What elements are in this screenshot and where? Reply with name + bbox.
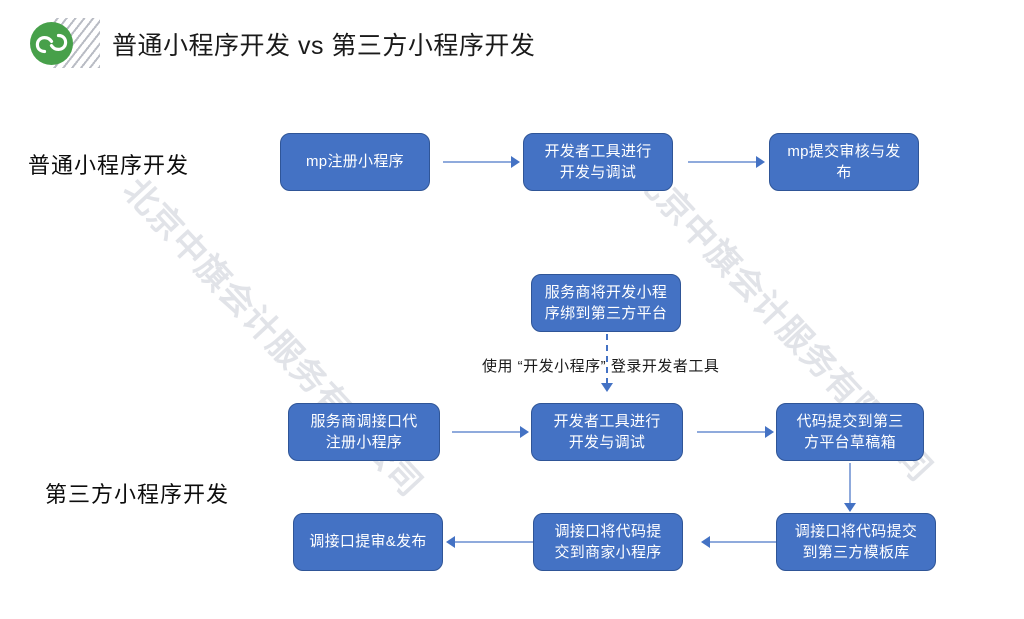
flow-node-line1: 调接口将代码提交 xyxy=(794,522,918,540)
miniprogram-glyph-icon xyxy=(35,33,68,54)
flow-node-line1: 开发者工具进行 xyxy=(553,412,661,430)
flow-node-line2: 注册小程序 xyxy=(325,434,403,451)
flow-node-line1: 代码提交到第三 xyxy=(796,412,904,430)
connector-line xyxy=(455,541,533,543)
arrow-down-icon xyxy=(601,383,613,392)
flow-node-line1: 服务商将开发小程 xyxy=(544,283,668,301)
flow-node-devtool-develop-tp[interactable]: 开发者工具进行 开发与调试 xyxy=(531,403,683,461)
flow-node-line2: 布 xyxy=(836,164,852,181)
flow-node-submit-review-publish[interactable]: 调接口提审&发布 xyxy=(293,513,443,571)
flow-node-line1: 调接口将代码提 xyxy=(554,522,662,540)
section-label-third-party: 第三方小程序开发 xyxy=(45,482,230,507)
flow-node-code-to-merchant[interactable]: 调接口将代码提 交到商家小程序 xyxy=(533,513,683,571)
flow-node-line2: 开发与调试 xyxy=(559,164,637,181)
flow-node-line2: 序绑到第三方平台 xyxy=(544,305,668,322)
wechat-miniprogram-logo xyxy=(30,18,100,68)
flow-node-line1: 开发者工具进行 xyxy=(544,142,652,160)
connector-line xyxy=(688,161,756,163)
flow-node-line2: 到第三方模板库 xyxy=(802,544,910,561)
arrow-left-icon xyxy=(701,536,710,548)
arrow-right-icon xyxy=(765,426,774,438)
flow-node-line2: 方平台草稿箱 xyxy=(804,434,896,451)
arrow-right-icon xyxy=(756,156,765,168)
arrow-down-icon xyxy=(844,503,856,512)
flow-node-provider-register[interactable]: 服务商调接口代 注册小程序 xyxy=(288,403,440,461)
flow-node-line2: 开发与调试 xyxy=(568,434,646,451)
connector-line xyxy=(849,463,851,504)
flow-node-mp-register[interactable]: mp注册小程序 xyxy=(280,133,430,191)
arrow-right-icon xyxy=(511,156,520,168)
page-title: 普通小程序开发 vs 第三方小程序开发 xyxy=(112,32,536,60)
connector-line xyxy=(697,431,765,433)
section-label-normal: 普通小程序开发 xyxy=(28,153,190,178)
arrow-right-icon xyxy=(520,426,529,438)
flow-node-devtool-develop[interactable]: 开发者工具进行 开发与调试 xyxy=(523,133,673,191)
flow-node-line1: 服务商调接口代 xyxy=(310,412,418,430)
flow-node-bind-third-party[interactable]: 服务商将开发小程 序绑到第三方平台 xyxy=(531,274,681,332)
flow-node-mp-submit-publish[interactable]: mp提交审核与发 布 xyxy=(769,133,919,191)
arrow-left-icon xyxy=(446,536,455,548)
connector-line xyxy=(443,161,511,163)
annotation-label: 使用 “开发小程序” 登录开发者工具 xyxy=(482,358,720,375)
flow-node-line2: 交到商家小程序 xyxy=(554,544,662,561)
connector-line xyxy=(710,541,776,543)
flow-node-code-to-draft[interactable]: 代码提交到第三 方平台草稿箱 xyxy=(776,403,924,461)
flow-node-code-to-template-lib[interactable]: 调接口将代码提交 到第三方模板库 xyxy=(776,513,936,571)
flow-node-line1: 调接口提审&发布 xyxy=(309,533,427,551)
connector-dashed-line xyxy=(606,334,608,384)
flow-node-line1: mp注册小程序 xyxy=(306,153,404,171)
connector-line xyxy=(452,431,520,433)
flow-node-line1: mp提交审核与发 xyxy=(787,142,901,160)
